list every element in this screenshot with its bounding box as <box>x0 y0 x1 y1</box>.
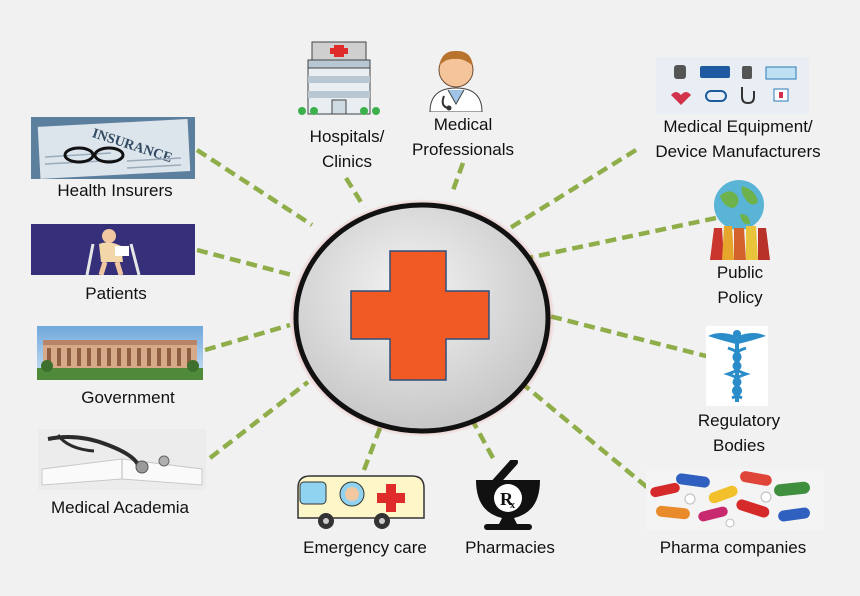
insurance-policy-icon: INSURANCE <box>31 117 195 179</box>
label-patients: Patients <box>56 281 176 306</box>
caduceus-icon <box>706 326 768 406</box>
pills-icon <box>646 469 824 530</box>
medical-devices-icon <box>656 57 809 114</box>
connector-patients <box>197 250 292 275</box>
patient-crutches-icon <box>31 224 195 275</box>
label-regulatory-bodies: Regulatory Bodies <box>686 408 792 458</box>
label-medical-professionals: Medical Professionals <box>405 112 521 162</box>
hands-globe-icon <box>706 178 772 260</box>
ambulance-icon <box>296 472 428 530</box>
svg-text:x: x <box>510 500 515 511</box>
central-hub <box>289 199 555 437</box>
stethoscope-book-icon <box>38 429 206 490</box>
doctor-icon <box>426 44 486 112</box>
label-health-insurers: Health Insurers <box>40 178 190 203</box>
label-government: Government <box>58 385 198 410</box>
label-emergency-care: Emergency care <box>294 535 436 560</box>
label-pharmacies: Pharmacies <box>454 535 566 560</box>
rx-mortar-icon: R x <box>470 460 546 532</box>
label-device-manufacturers: Medical Equipment/ Device Manufacturers <box>640 114 836 164</box>
label-pharma-companies: Pharma companies <box>646 535 820 560</box>
connector-regulatory-bodies <box>549 316 710 357</box>
connector-public-policy <box>528 218 716 258</box>
hospital-building-icon <box>294 40 384 120</box>
parliament-building-icon <box>37 326 203 380</box>
label-public-policy: Public Policy <box>700 260 780 310</box>
label-hospitals: Hospitals/ Clinics <box>284 124 410 174</box>
connector-medical-professionals <box>452 163 463 193</box>
label-medical-academia: Medical Academia <box>36 495 204 520</box>
connector-government <box>205 325 290 350</box>
